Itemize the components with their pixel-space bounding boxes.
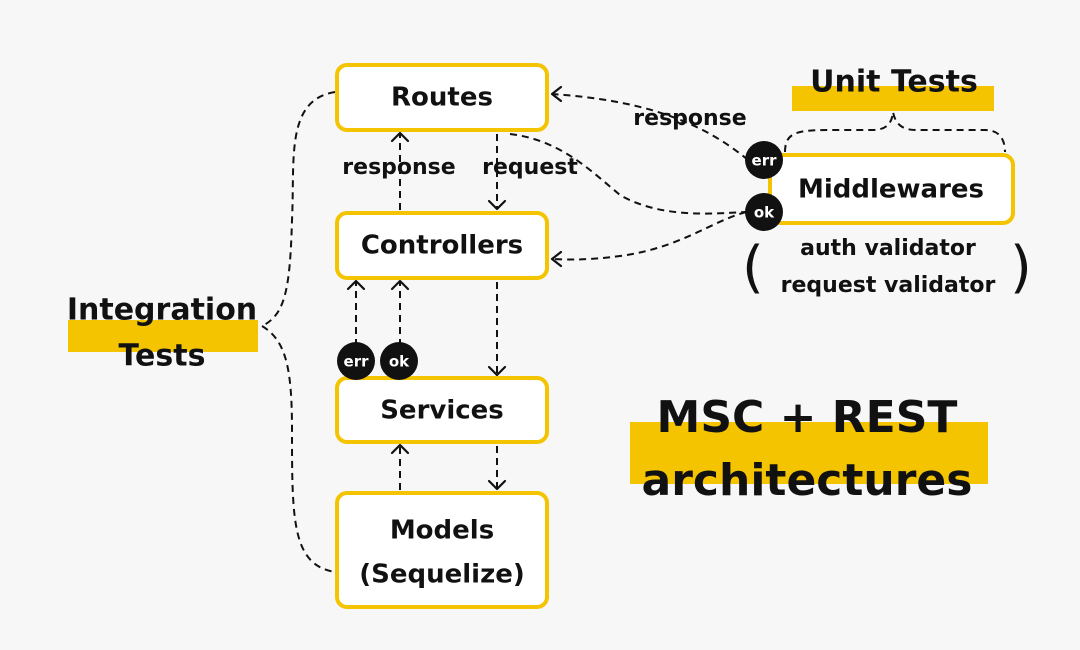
unit-tests-brace [784,111,1006,153]
unit-tests-highlight [792,86,994,111]
note-auth-validator: auth validator [800,236,976,261]
integration-tests-line1: Integration [67,293,257,328]
routes-to-middleware-line [509,133,747,215]
middleware-ok-text: ok [754,204,775,222]
models-sublabel: (Sequelize) [359,560,524,590]
services-ok-badge: ok [380,342,418,380]
services-err-arrowhead [346,279,366,291]
middleware-err-badge: err [745,141,783,179]
middleware-err-to-routes-arrowhead [550,85,563,103]
routes-to-controllers-arrowhead [487,199,507,211]
middlewares-label: Middlewares [798,175,984,205]
models-label: Models [390,516,494,546]
routes-label: Routes [391,83,493,113]
services-err-badge: err [337,342,375,380]
note-request-validator: request validator [781,273,996,298]
middleware-ok-to-controllers-arrowhead [550,250,563,268]
integration-brace-bottom [261,325,336,573]
middleware-err-text: err [752,152,778,170]
integration-tests-highlight [68,320,258,352]
models-to-services-arrowhead [390,443,410,455]
notes-open-paren: ( [742,235,764,300]
integration-brace-top [261,91,336,327]
services-box [335,376,549,444]
controllers-to-services-arrowhead [487,365,507,377]
controllers-box [335,211,549,280]
title-highlight [630,422,988,484]
services-ok-text: ok [389,353,410,371]
models-box [335,491,549,609]
services-label: Services [380,396,504,426]
unit-tests-label: Unit Tests [810,65,978,100]
response-label-right: response [633,106,746,131]
middleware-ok-to-controllers-line [551,211,747,261]
request-label: request [482,155,578,180]
routes-box [335,63,549,132]
integration-tests-line2: Tests [119,339,206,374]
controllers-to-routes-arrowhead [390,131,410,143]
notes-close-paren: ) [1010,235,1032,300]
middlewares-box [768,153,1015,225]
services-err-text: err [344,353,370,371]
title-line1: MSC + REST [657,392,958,443]
services-ok-arrowhead [390,279,410,291]
controllers-label: Controllers [361,231,523,261]
title-line2: architectures [642,455,973,506]
response-label-left: response [342,155,455,180]
services-to-models-arrowhead [487,479,507,491]
middleware-ok-badge: ok [745,193,783,231]
